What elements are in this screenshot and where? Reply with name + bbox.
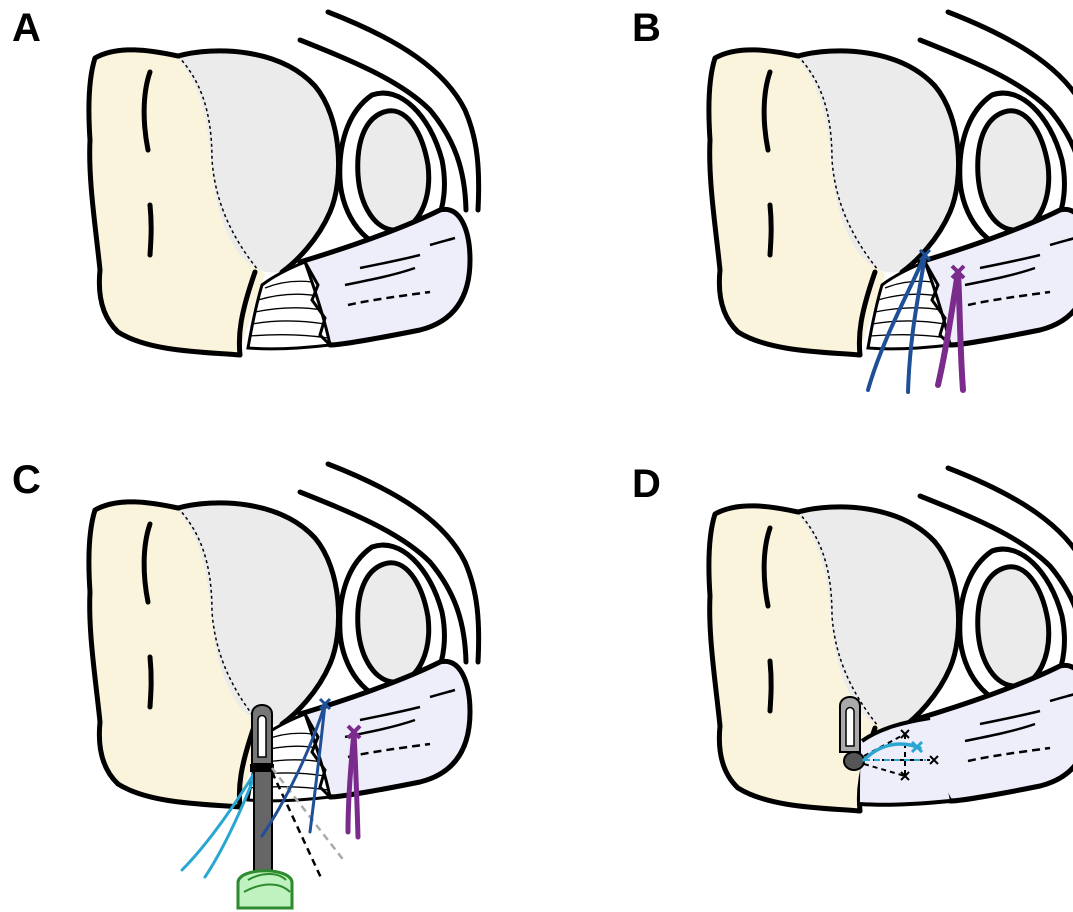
shoulder-diagram-c [0,452,537,908]
panel-label-a: A [12,8,41,48]
panel-label-d: D [632,464,661,504]
panel-c: C [0,452,537,908]
panel-d: D [620,456,1073,912]
panel-b: B [620,0,1073,456]
panel-label-c: C [12,460,41,500]
instrument-handle [238,871,292,908]
suture-anchor-icon [840,697,864,770]
shoulder-diagram-b [620,0,1073,456]
panel-label-b: B [632,8,661,48]
shoulder-diagram-a [0,0,537,456]
panel-a: A [0,0,537,456]
suture-anchor-icon [250,705,274,772]
shoulder-diagram-d [620,456,1073,912]
